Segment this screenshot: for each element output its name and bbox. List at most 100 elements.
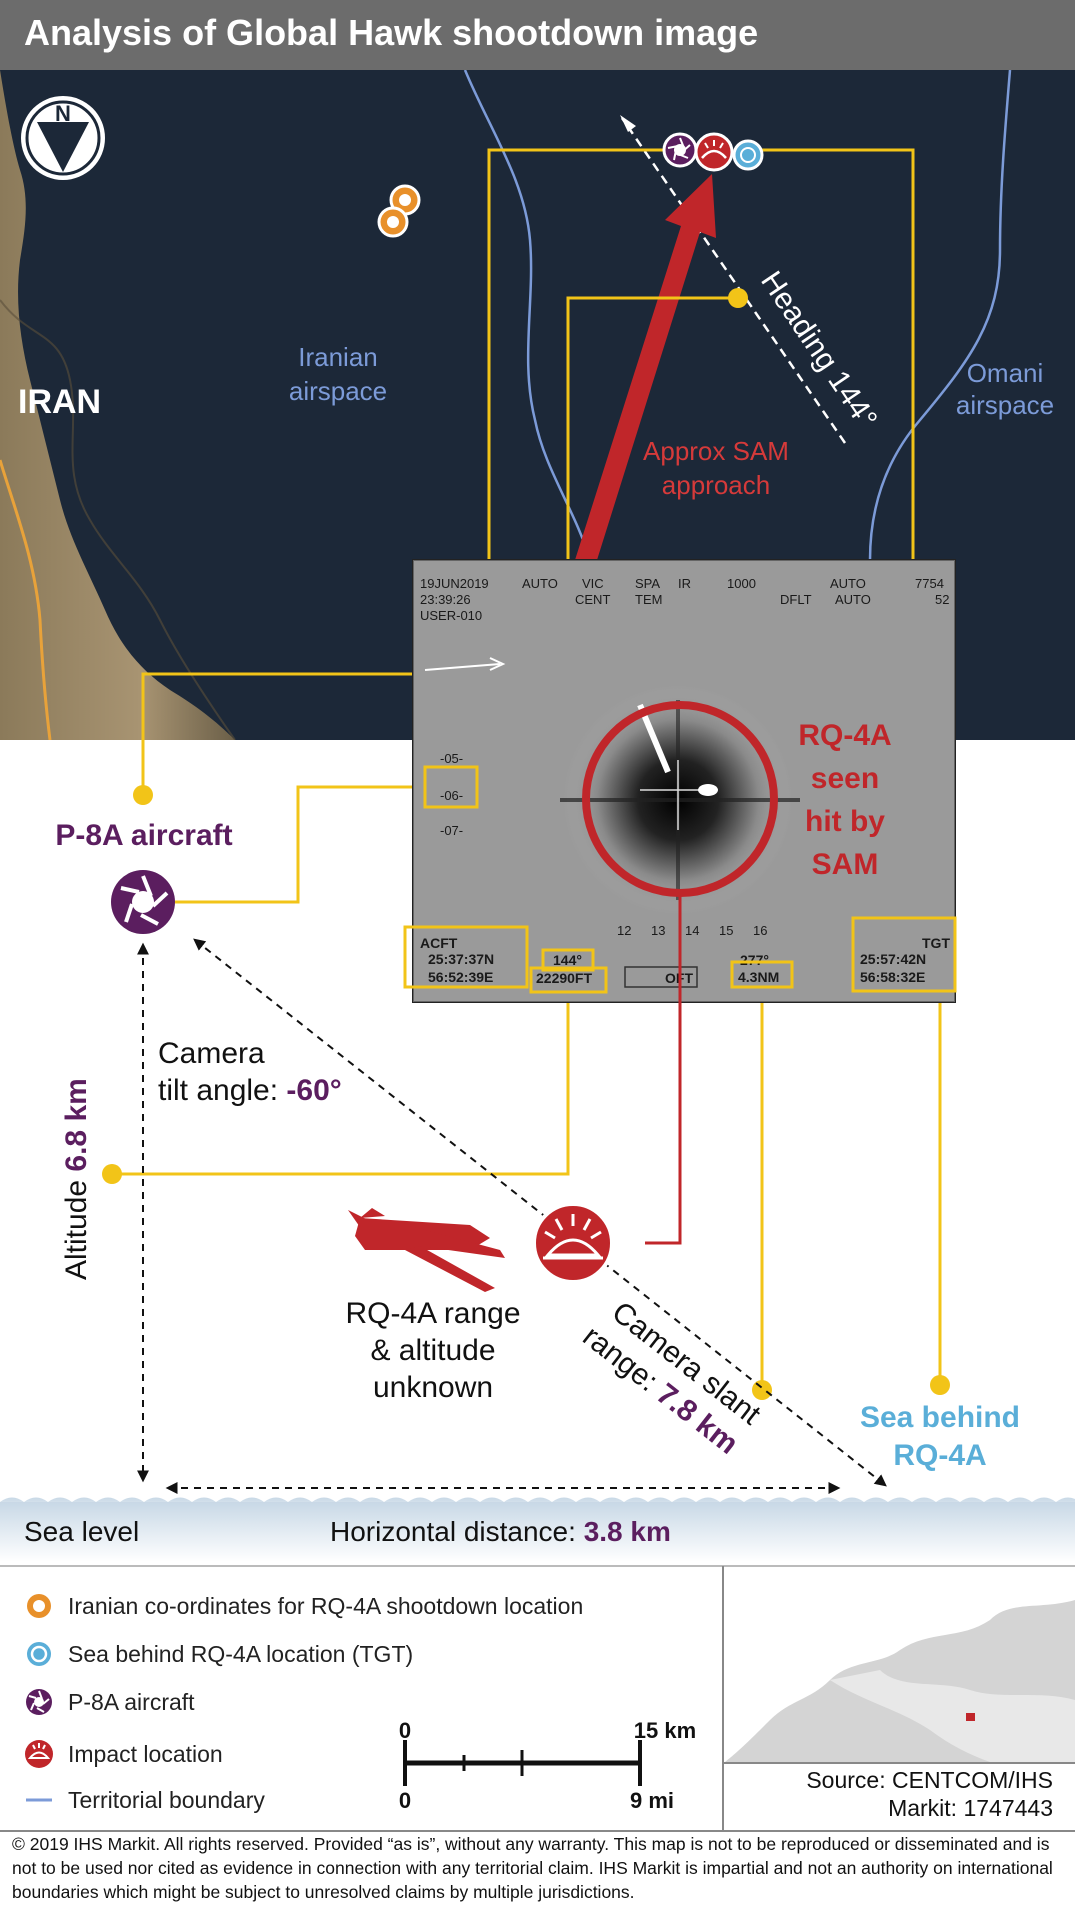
iranian-airspace-line1: Iranian	[298, 342, 378, 372]
frame-slant-nm: 4.3NM	[738, 969, 779, 985]
hit-label-line3: hit by	[805, 805, 885, 838]
frame-ladder-06: -06-	[440, 788, 463, 803]
frame-time: 23:39:26	[420, 592, 471, 607]
p8a-label: P-8A aircraft	[55, 819, 232, 852]
acft-latitude: 25:37:37N	[428, 951, 494, 967]
frame-altitude-value: 22290FT	[536, 970, 592, 986]
heading-dot	[728, 288, 748, 308]
legend-item: Sea behind RQ-4A location (TGT)	[24, 1637, 413, 1671]
orange-ring-icon	[27, 1594, 51, 1618]
compass-icon	[21, 96, 105, 180]
hit-label-line4: SAM	[812, 848, 879, 881]
iranian-airspace-line2: airspace	[289, 376, 387, 406]
camera-tilt-line2: tilt angle:	[158, 1074, 286, 1107]
horizontal-distance-value: 3.8 km	[584, 1516, 671, 1547]
scale-mi-zero: 0	[399, 1788, 411, 1813]
legend-item: Impact location	[24, 1737, 223, 1771]
altitude-value: 6.8 km	[60, 1078, 93, 1171]
legend-item: P-8A aircraft	[24, 1685, 195, 1719]
inset-location-marker	[966, 1713, 975, 1721]
sea-behind-icon-top	[732, 139, 764, 171]
sam-approach-line2: approach	[662, 470, 770, 500]
tgt-latitude: 25:57:42N	[860, 951, 926, 967]
scale-mi-label: 9 mi	[630, 1788, 674, 1813]
frame-tick-14: 14	[685, 923, 699, 938]
frame-tag-vic: VIC	[582, 576, 604, 591]
source-credit: Source: CENTCOM/IHS Markit: 1747443	[806, 1766, 1053, 1822]
legend-item: Iranian co-ordinates for RQ-4A shootdown…	[24, 1589, 583, 1623]
legend-label: Impact location	[68, 1740, 223, 1767]
legend-label: P-8A aircraft	[68, 1688, 195, 1715]
inset-locator-map	[725, 1568, 1075, 1762]
territorial-boundary-iran	[463, 69, 592, 561]
altitude-text: Altitude	[60, 1172, 93, 1280]
impact-icon	[532, 1202, 614, 1284]
impact-icon	[25, 1740, 53, 1768]
legend-item: Territorial boundary	[24, 1783, 265, 1817]
rq4a-unknown-line1: RQ-4A range	[345, 1297, 520, 1330]
sea-behind-line1: Sea behind	[860, 1401, 1020, 1434]
country-label: IRAN	[18, 383, 101, 421]
legend-label: Territorial boundary	[68, 1786, 265, 1813]
p8a-aperture-icon	[111, 870, 175, 934]
frame-tag-1000: 1000	[727, 576, 756, 591]
sea-behind-line2: RQ-4A	[893, 1439, 986, 1472]
page-title: Analysis of Global Hawk shootdown image	[24, 12, 759, 53]
frame-tick-12: 12	[617, 923, 631, 938]
p8a-dot	[133, 785, 153, 805]
iran-land	[0, 70, 235, 740]
sam-approach-line1: Approx SAM	[643, 436, 789, 466]
road-line	[0, 459, 52, 741]
ir-camera-frame	[412, 559, 956, 1003]
frame-sub-cent: CENT	[575, 592, 610, 607]
svg-text:Altitude 6.8 km: Altitude 6.8 km	[60, 1078, 93, 1280]
p8a-aperture-icon-top	[662, 132, 698, 168]
hit-label-line1: RQ-4A	[798, 719, 891, 752]
scale-bar	[403, 1740, 642, 1786]
sea-level-label: Sea level	[24, 1516, 139, 1547]
iranian-coordinates-icon	[377, 184, 421, 238]
camera-tilt-line1: Camera	[158, 1037, 265, 1070]
frame-tag-auto: AUTO	[522, 576, 558, 591]
rq4a-unknown-line3: unknown	[373, 1371, 493, 1404]
territorial-boundary-oman	[868, 69, 1012, 561]
rq4a-drone-icon	[348, 1208, 505, 1292]
compass-label: N	[55, 101, 71, 126]
frame-tag-7754: 7754	[915, 576, 944, 591]
acft-longitude: 56:52:39E	[428, 969, 493, 985]
sea-behind-dot	[930, 1375, 950, 1395]
source-line1: Source: CENTCOM/IHS	[806, 1767, 1053, 1793]
rq4a-unknown-line2: & altitude	[370, 1334, 495, 1367]
frame-sub-dflt: DFLT	[780, 592, 812, 607]
svg-text:Horizontal distance: 3.8 km: Horizontal distance: 3.8 km	[330, 1516, 671, 1547]
impact-icon-top	[694, 132, 734, 172]
frame-tick-16: 16	[753, 923, 767, 938]
frame-sub-auto: AUTO	[835, 592, 871, 607]
frame-tag-spa: SPA	[635, 576, 660, 591]
frame-sub-tem: TEM	[635, 592, 662, 607]
title-bar	[0, 0, 1075, 70]
frame-tag-ir: IR	[678, 576, 691, 591]
omani-airspace-line2: airspace	[956, 390, 1054, 420]
blue-ring-icon	[27, 1642, 51, 1666]
frame-tag-auto2: AUTO	[830, 576, 866, 591]
horizontal-distance-text: Horizontal distance:	[330, 1516, 584, 1547]
altitude-dot	[102, 1164, 122, 1184]
legend-label: Iranian co-ordinates for RQ-4A shootdown…	[68, 1592, 584, 1619]
frame-bearing: 277°	[740, 952, 769, 968]
sam-arrow	[575, 174, 716, 560]
tgt-label: TGT	[922, 935, 950, 951]
source-line2: Markit: 1747443	[888, 1795, 1053, 1821]
aperture-icon	[26, 1689, 52, 1715]
frame-sub-52: 52	[935, 592, 949, 607]
frame-ladder-07: -07-	[440, 823, 463, 838]
legend-label: Sea behind RQ-4A location (TGT)	[68, 1640, 414, 1667]
frame-tick-15: 15	[719, 923, 733, 938]
acft-label: ACFT	[420, 935, 458, 951]
heading-arrowhead	[620, 115, 636, 132]
scale-km-label: 15 km	[634, 1718, 696, 1743]
frame-heading-value: 144°	[553, 952, 582, 968]
scale-km-zero: 0	[399, 1718, 411, 1743]
omani-airspace-line1: Omani	[967, 358, 1044, 388]
